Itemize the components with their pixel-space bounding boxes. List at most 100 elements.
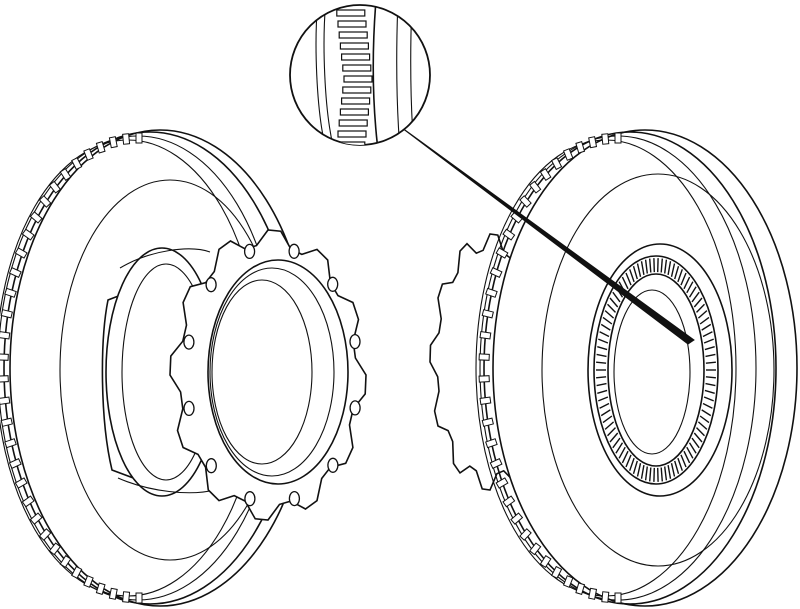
abs-tooth [640, 261, 645, 276]
vent-slot [575, 582, 586, 595]
abs-tooth [644, 466, 648, 481]
abs-tooth [703, 396, 714, 402]
abs-tooth [674, 266, 680, 280]
magnified-tooth [336, 141, 366, 145]
vent-slot [14, 247, 28, 259]
abs-tooth [699, 316, 710, 325]
vent-slot [0, 309, 13, 319]
abs-tooth [686, 281, 694, 294]
vent-slot [59, 167, 72, 182]
left-flange-bore [207, 259, 349, 485]
vent-slot [122, 591, 131, 603]
vent-slot [135, 592, 143, 604]
abs-tooth [596, 353, 607, 358]
abs-tooth [600, 323, 611, 331]
abs-tooth [625, 454, 632, 468]
vent-slot [479, 331, 492, 340]
abs-tooth [677, 457, 683, 471]
vent-slot [21, 495, 35, 508]
abs-tooth [699, 415, 710, 424]
abs-tooth [702, 331, 713, 338]
abs-tooth [636, 463, 642, 477]
abs-tooth [683, 276, 691, 290]
abs-tooth [693, 432, 703, 443]
vent-slot [519, 528, 532, 541]
abs-tooth [704, 346, 715, 351]
vent-slot [135, 132, 143, 144]
abs-tooth [596, 376, 607, 379]
abs-tooth [660, 467, 663, 482]
abs-tooth [599, 402, 610, 409]
vent-slot [122, 133, 131, 145]
vent-slot [21, 228, 35, 241]
abs-tooth [609, 297, 619, 308]
right-brake-disc [429, 129, 798, 607]
abs-tooth [697, 310, 708, 319]
abs-tooth [695, 303, 706, 313]
abs-tooth [705, 382, 716, 387]
vent-slot [83, 575, 94, 588]
vent-slot [59, 554, 72, 569]
abs-tooth [644, 259, 648, 274]
vent-slot [0, 417, 13, 427]
abs-tooth [705, 353, 716, 358]
abs-tooth [649, 467, 652, 482]
abs-tooth [629, 457, 635, 471]
abs-tooth [598, 338, 609, 344]
bolt-hole [288, 243, 300, 259]
left-hub [101, 229, 367, 521]
bolt-hole [205, 277, 217, 293]
bolt-hole [244, 491, 256, 507]
magnified-tooth [339, 108, 369, 116]
vent-slot [601, 591, 610, 603]
vent-slot [108, 587, 118, 600]
vent-slot [539, 167, 552, 182]
abs-tooth [609, 432, 619, 443]
vent-slot [489, 458, 503, 469]
abs-tooth [596, 382, 607, 387]
vent-slot [95, 582, 106, 595]
vent-slot [614, 592, 622, 604]
right-disc-friction-ring [541, 173, 775, 567]
magnified-tooth [341, 53, 371, 61]
abs-tooth [667, 464, 672, 479]
abs-tooth [615, 442, 624, 454]
abs-tooth [667, 261, 672, 276]
vent-slot [489, 267, 503, 278]
abs-tooth [640, 464, 645, 479]
vent-slot [8, 458, 22, 469]
abs-tooth [596, 361, 607, 364]
vent-slot [495, 247, 509, 259]
vent-slot [479, 396, 492, 405]
abs-tooth [660, 258, 663, 273]
abs-tooth [677, 269, 683, 283]
vent-slot [83, 148, 94, 161]
abs-tooth [691, 291, 700, 303]
bolt-hole [349, 333, 361, 350]
vent-slot [4, 287, 17, 298]
abs-tooth [597, 389, 608, 394]
abs-tooth [600, 409, 611, 417]
right-disc-vent-slots [478, 132, 622, 604]
magnified-teeth-detail [315, 5, 415, 145]
vent-slot [495, 477, 509, 489]
vent-slot [519, 195, 532, 208]
abs-tooth [621, 276, 629, 290]
vent-slot [71, 565, 83, 579]
bolt-hole [327, 276, 339, 292]
abs-tooth [602, 415, 613, 424]
abs-tooth [625, 272, 632, 286]
vent-slot [29, 211, 43, 224]
vent-slot [550, 565, 563, 579]
vent-slot [0, 375, 9, 383]
abs-tooth [691, 437, 700, 449]
vent-slot [8, 267, 22, 278]
abs-tooth [703, 338, 714, 344]
magnified-tooth [338, 119, 368, 127]
vent-slot [108, 136, 118, 149]
bolt-hole [243, 243, 256, 260]
bolt-hole [183, 334, 195, 350]
abs-tooth [664, 259, 668, 274]
abs-tooth [618, 446, 626, 459]
